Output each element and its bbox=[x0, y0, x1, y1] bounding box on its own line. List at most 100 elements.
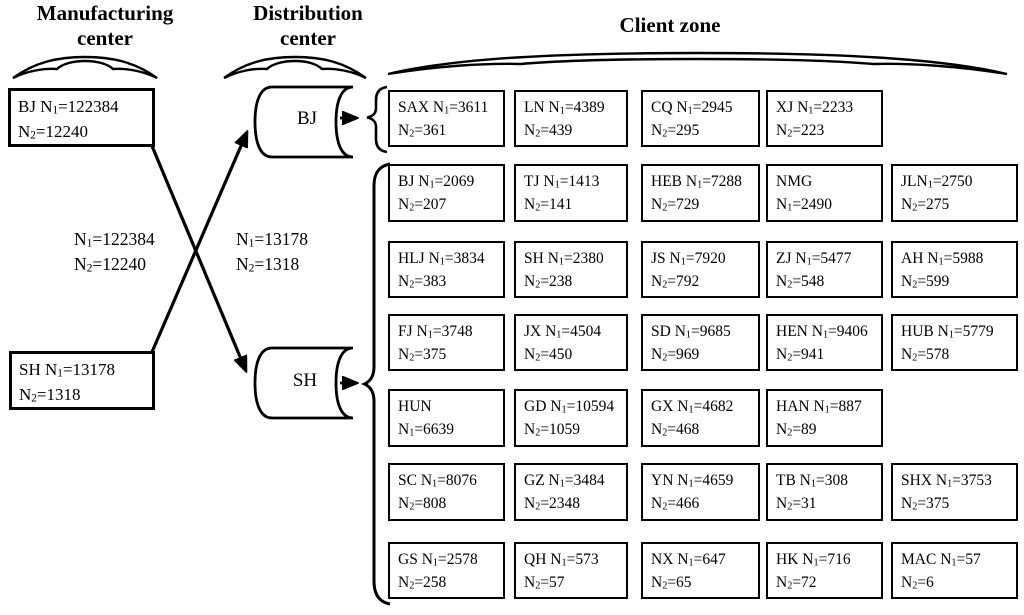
client-box-line2: N1=2490 bbox=[776, 196, 833, 214]
client-box-line1: JX N1=4504 bbox=[524, 323, 602, 341]
client-box-line1: TB N1=308 bbox=[776, 472, 848, 490]
flow-label-right-line1: N1=13178 bbox=[236, 229, 309, 250]
client-box-line1: SD N1=9685 bbox=[651, 323, 731, 341]
flow-label-left-line1: N1=122384 bbox=[74, 229, 155, 250]
client-box-line2: N2=466 bbox=[651, 495, 700, 513]
client-box-line2: N2=238 bbox=[524, 273, 573, 291]
client-box-line2: N2=578 bbox=[901, 346, 950, 364]
client-box-line2: N2=941 bbox=[776, 346, 825, 364]
client-box-line2: N2=258 bbox=[398, 574, 447, 592]
client-box-line2: N2=275 bbox=[901, 196, 950, 214]
client-brace-sh-icon bbox=[360, 162, 391, 606]
client-box-line1: JLN1=2750 bbox=[901, 173, 973, 191]
manufacturing-node-sh-line2: N2=1318 bbox=[19, 385, 81, 405]
distribution-title: Distribution center bbox=[253, 1, 363, 50]
client-box-line2: N2=969 bbox=[651, 346, 700, 364]
flow-label-left: N1=122384 N2=12240 bbox=[74, 227, 155, 276]
flow-label-right-line2: N2=1318 bbox=[236, 253, 300, 275]
client-brace-bj-icon bbox=[366, 85, 388, 154]
client-box-line2: N2=31 bbox=[776, 495, 817, 513]
client-box-line2: N2=72 bbox=[776, 574, 817, 592]
client-box-line1: QH N1=573 bbox=[524, 551, 599, 569]
client-box-line1: GZ N1=3484 bbox=[524, 472, 605, 490]
client-box-line1: SC N1=8076 bbox=[398, 472, 477, 490]
client-box-line1: GS N1=2578 bbox=[398, 551, 478, 569]
client-box-line2: N2=450 bbox=[524, 346, 573, 364]
client-box-line2: N2=1059 bbox=[524, 421, 581, 439]
manufacturing-title: Manufacturing center bbox=[36, 1, 174, 50]
overbrace-manufacturing-icon bbox=[12, 55, 158, 80]
client-box-line2: N2=295 bbox=[651, 122, 700, 140]
client-box-line2: N2=729 bbox=[651, 196, 700, 214]
client-box-line1: NX N1=647 bbox=[651, 551, 726, 569]
client-box-line1: SHX N1=3753 bbox=[901, 472, 992, 490]
client-box-line2: N2=808 bbox=[398, 495, 447, 513]
client-box-line2: N2=223 bbox=[776, 122, 825, 140]
distribution-node-sh-label: SH bbox=[292, 370, 318, 391]
client-box-line2: N2=375 bbox=[901, 495, 950, 513]
client-box-line1: HEN N1=9406 bbox=[776, 323, 868, 341]
client-box-line1: HAN N1=887 bbox=[776, 398, 862, 416]
distribution-node-bj-label: BJ bbox=[296, 108, 318, 129]
client-box-line2: N2=141 bbox=[524, 196, 573, 214]
client-box-line1: TJ N1=1413 bbox=[524, 173, 600, 191]
flow-label-right: N1=13178 N2=1318 bbox=[236, 227, 308, 276]
client-box-line1: SH N1=2380 bbox=[524, 250, 604, 268]
client-box-line2: N2=439 bbox=[524, 122, 573, 140]
client-box-line1: HUN bbox=[398, 398, 432, 415]
client-box-line1: GD N1=10594 bbox=[524, 398, 615, 416]
client-box-line1: GX N1=4682 bbox=[651, 398, 734, 416]
overbrace-client-zone-icon bbox=[387, 51, 1008, 76]
client-box-line2: N2=2348 bbox=[524, 495, 581, 513]
client-box-line1: JS N1=7920 bbox=[651, 250, 726, 268]
manufacturing-node-sh-line1: SH N1=13178 bbox=[19, 360, 115, 380]
client-box-line1: LN N1=4389 bbox=[524, 99, 605, 117]
client-box-line1: CQ N1=2945 bbox=[651, 99, 733, 117]
client-box-line1: YN N1=4659 bbox=[651, 472, 734, 490]
manufacturing-node-bj: BJ N1=122384 N2=12240 bbox=[8, 88, 155, 147]
client-box-line2: N2=548 bbox=[776, 273, 825, 291]
client-box-line1: HUB N1=5779 bbox=[901, 323, 994, 341]
client-box-line1: MAC N1=57 bbox=[901, 551, 981, 569]
overbrace-distribution-icon bbox=[223, 55, 367, 80]
flow-arrow-sh-to-bj bbox=[150, 132, 249, 353]
client-box-line2: N2=792 bbox=[651, 273, 700, 291]
distribution-node-bj-shape bbox=[253, 85, 354, 159]
flow-arrow-bj-to-sh bbox=[150, 145, 248, 371]
client-box-line2: N2=6 bbox=[901, 574, 934, 592]
manufacturing-node-sh: SH N1=13178 N2=1318 bbox=[9, 351, 155, 410]
client-zone-title: Client zone bbox=[619, 13, 721, 37]
client-box-line1: FJ N1=3748 bbox=[398, 323, 473, 341]
